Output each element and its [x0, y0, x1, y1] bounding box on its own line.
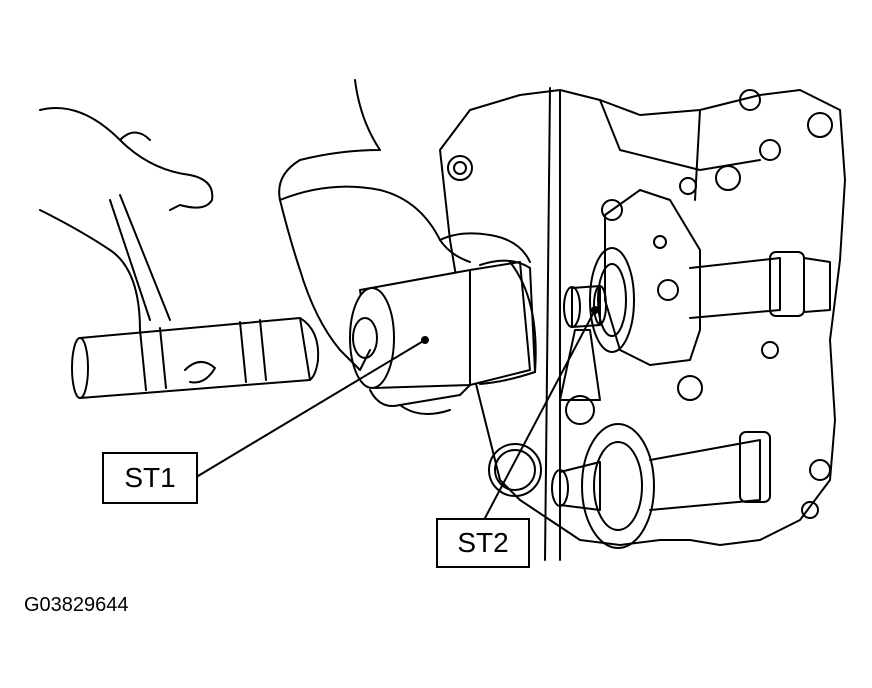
- st2-leader-line: [484, 309, 596, 519]
- figure-id: G03829644: [24, 594, 129, 616]
- cam-housing: [559, 189, 701, 425]
- hand-icon: [278, 79, 531, 415]
- leader-lines: [197, 309, 596, 519]
- st2-label: ST2: [436, 518, 530, 568]
- st1-label: ST1: [102, 452, 198, 504]
- handle-icon: [39, 107, 320, 399]
- st1-leader-line: [197, 339, 426, 477]
- st2-tool: [563, 285, 607, 328]
- st1-tool: [349, 259, 537, 389]
- engine-block: [439, 87, 846, 561]
